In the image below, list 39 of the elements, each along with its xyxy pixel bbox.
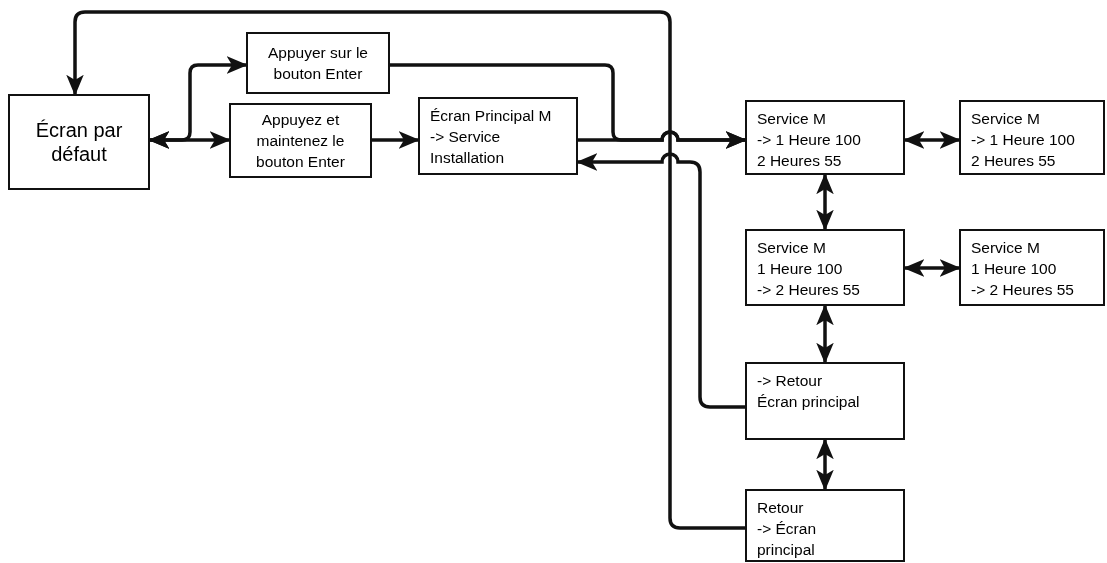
node-text: Appuyer sur le bouton Enter — [267, 43, 369, 84]
node-text: Service M — [757, 238, 826, 258]
screen-box — [745, 489, 905, 562]
screen-box — [959, 100, 1105, 175]
arrow — [816, 438, 834, 491]
node-text: 1 Heure 100 — [971, 259, 1057, 279]
node-text: Service M — [757, 109, 826, 129]
screen-box — [745, 362, 905, 440]
node-text: 1 Heure 100 — [757, 259, 843, 279]
node-text: -> 1 Heure 100 — [971, 130, 1075, 150]
node-text: Service M — [971, 109, 1040, 129]
node-text: Écran Principal M — [430, 106, 552, 126]
node-text: Service M — [971, 238, 1040, 258]
screen-box — [8, 94, 150, 190]
node-text: -> Service — [430, 127, 501, 147]
arrow — [816, 304, 834, 364]
arrow — [816, 173, 834, 231]
node-text: -> Écran — [757, 519, 816, 539]
screen-box — [745, 229, 905, 306]
screen-box — [745, 100, 905, 175]
screen-box — [229, 103, 372, 178]
arrow — [578, 130, 747, 149]
screen-box — [418, 97, 578, 175]
node-text: principal — [757, 540, 815, 560]
node-text: -> 1 Heure 100 — [757, 130, 861, 150]
node-text: -> 2 Heures 55 — [971, 280, 1074, 300]
node-text: -> 2 Heures 55 — [757, 280, 860, 300]
node-text: Retour — [757, 498, 804, 518]
node-text: Écran principal — [757, 392, 860, 412]
node-text: Écran par défaut — [34, 118, 124, 166]
arrow — [372, 131, 420, 149]
arrow — [66, 10, 745, 530]
node-text: Installation — [430, 148, 505, 168]
node-text: 2 Heures 55 — [971, 151, 1056, 171]
node-text: 2 Heures 55 — [757, 151, 842, 171]
screen-box — [959, 229, 1105, 306]
node-text: Appuyez et maintenez le bouton Enter — [255, 110, 346, 172]
node-text: -> Retour — [757, 371, 823, 391]
screen-box — [246, 32, 390, 94]
